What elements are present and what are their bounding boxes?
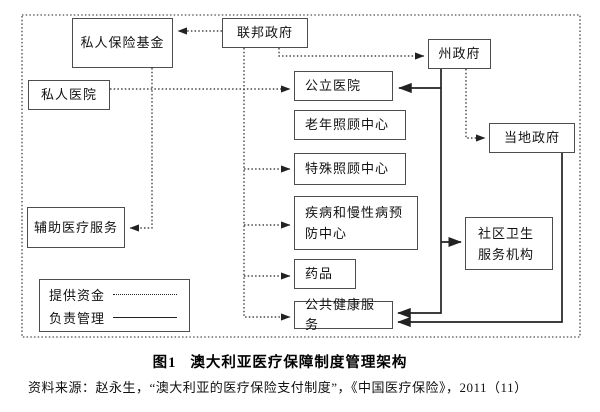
- legend-dotted-line-sample: [113, 293, 178, 295]
- node-private-hospital: 私人医院: [28, 80, 110, 110]
- figure-title: 澳大利亚医疗保障制度管理架构: [190, 355, 408, 371]
- node-label: 社区卫生服务机构: [478, 225, 535, 262]
- figure-caption: 图1 澳大利亚医疗保障制度管理架构: [0, 351, 560, 372]
- edge-fund-to-auxiliary: [129, 68, 153, 232]
- node-label: 公共健康服务: [305, 297, 376, 332]
- edge-state-to-local: [465, 69, 486, 142]
- legend-box: 提供资金 负责管理: [39, 279, 190, 332]
- node-label: 药品: [305, 266, 334, 281]
- node-label: 公立医院: [305, 78, 362, 93]
- node-federal-government: 联邦政府: [222, 18, 308, 48]
- node-public-health-service: 公共健康服务: [294, 297, 393, 332]
- node-label: 私人保险基金: [80, 35, 165, 50]
- node-public-hospital: 公立医院: [294, 71, 393, 101]
- legend-funding-label: 提供资金: [49, 287, 106, 303]
- edge-local-to-public-health: [397, 153, 563, 328]
- node-community-health-org: 社区卫生服务机构: [465, 217, 553, 270]
- node-label: 疾病和慢性病预防中心: [305, 205, 404, 241]
- node-label: 联邦政府: [236, 25, 293, 40]
- node-label: 州政府: [438, 46, 481, 61]
- node-drugs: 药品: [294, 259, 356, 289]
- node-elderly-care-center: 老年照顾中心: [294, 110, 406, 140]
- node-state-government: 州政府: [428, 39, 491, 69]
- legend-management-label: 负责管理: [49, 310, 106, 326]
- edge-federal-to-public-health: [243, 48, 291, 321]
- legend-solid-line-sample: [113, 316, 178, 318]
- edge-state-to-public-health: [397, 69, 442, 319]
- management-edges: [397, 69, 563, 328]
- node-label: 老年照顾中心: [305, 117, 390, 132]
- node-label: 当地政府: [503, 130, 560, 145]
- node-private-insurance-fund: 私人保险基金: [72, 18, 173, 68]
- node-label: 特殊照顾中心: [305, 161, 390, 176]
- node-disease-prevention-center: 疾病和慢性病预防中心: [294, 196, 418, 250]
- figure-number: 图1: [152, 355, 177, 371]
- node-special-care-center: 特殊照顾中心: [294, 153, 406, 185]
- node-label: 辅助医疗服务: [33, 219, 118, 235]
- diagram-outer-border: [21, 14, 581, 338]
- legend-funding-row: 提供资金: [49, 285, 189, 304]
- figure-source: 资料来源：赵永生，“澳大利亚的医疗保险支付制度”，《中国医疗保险》，2011（1…: [28, 380, 528, 395]
- node-local-government: 当地政府: [489, 123, 575, 153]
- legend-management-row: 负责管理: [49, 308, 189, 327]
- node-auxiliary-medical-service: 辅助医疗服务: [27, 207, 125, 248]
- edge-federal-to-state: [278, 48, 425, 60]
- node-label: 私人医院: [40, 87, 97, 102]
- funding-edges: [110, 27, 486, 321]
